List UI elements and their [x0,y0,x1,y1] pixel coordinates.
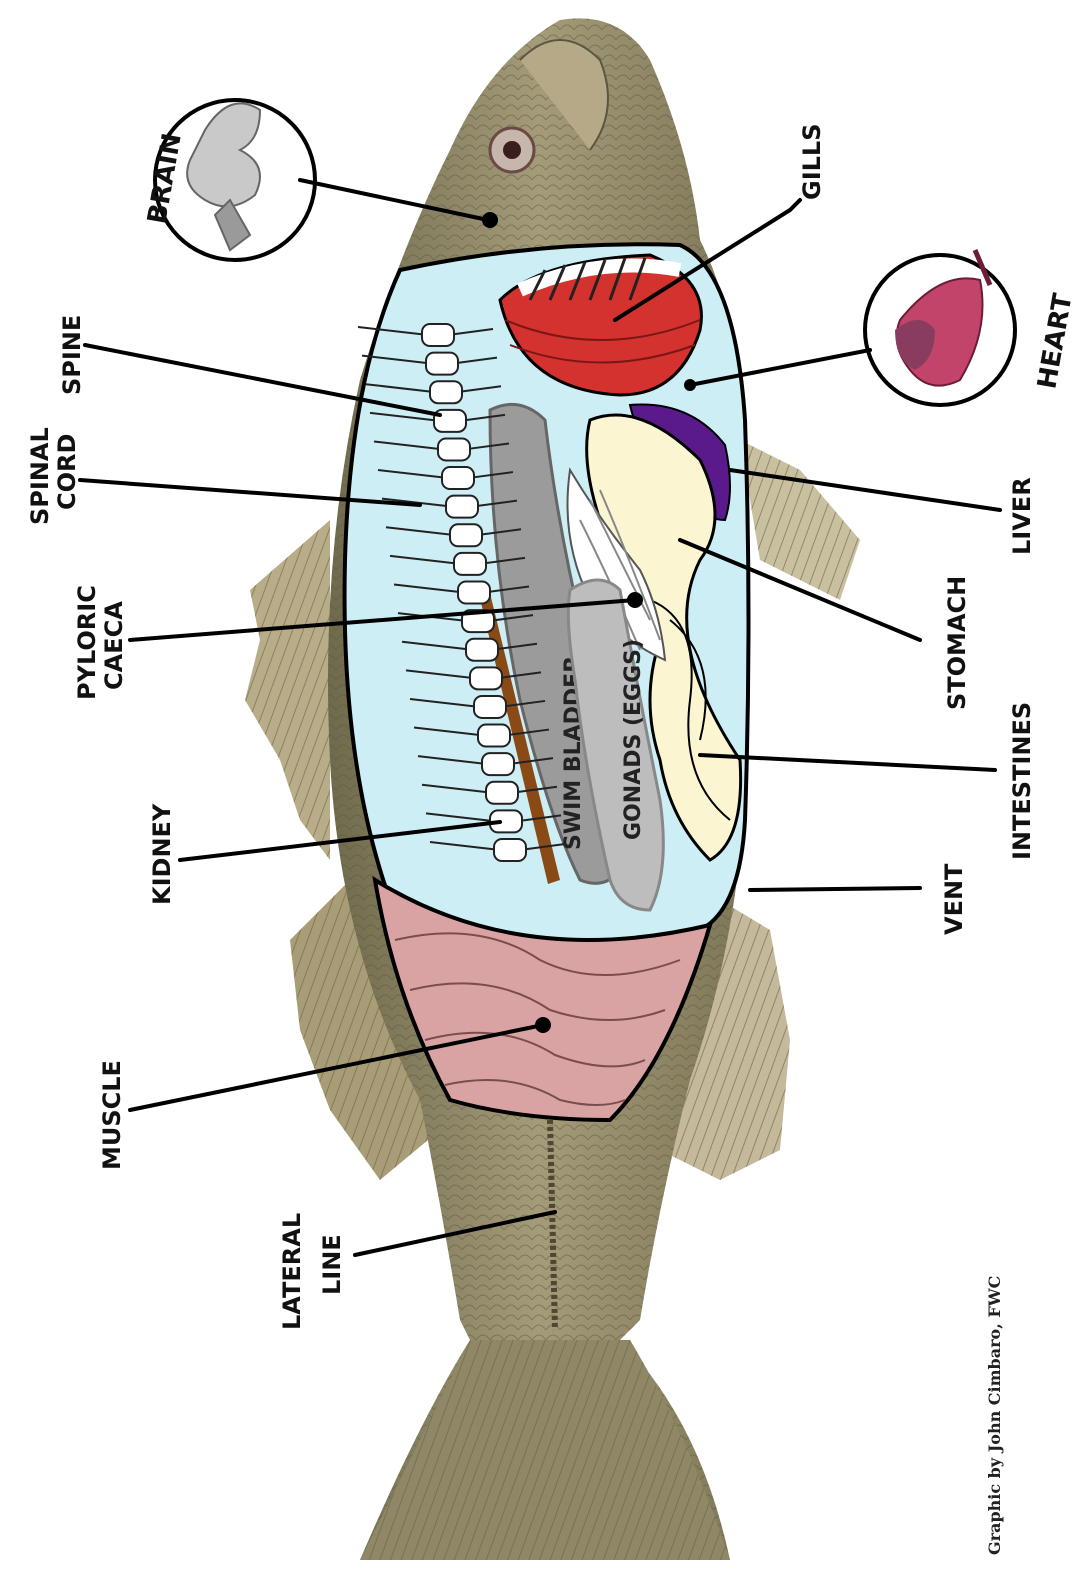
label-lateral-line-1: LATERAL [278,1213,306,1330]
label-vent: VENT [940,863,968,935]
muscle-dot [535,1017,551,1033]
vertebra [438,438,470,460]
label-pyloric-caeca-1: PYLORIC [73,585,101,700]
vertebra [470,667,502,689]
label-lateral-line-2: LINE [318,1234,346,1295]
label-muscle: MUSCLE [98,1060,126,1170]
label-intestines: INTESTINES [1008,702,1036,860]
vertebra [446,496,478,518]
label-spinal-cord-2: CORD [53,434,81,510]
gonads-text: GONADS (EGGS) [621,639,646,840]
tail-fin [360,1340,730,1560]
label-pyloric-caeca-2: CAECA [100,601,128,690]
label-liver: LIVER [1008,477,1036,555]
vertebra [454,553,486,575]
pyloric-caeca-dot [627,592,643,608]
heart-dot [684,379,696,391]
label-heart: HEART [1032,291,1078,391]
vertebra [422,324,454,346]
vertebra [426,353,458,375]
vertebra [466,639,498,661]
label-spine: SPINE [58,315,86,395]
label-stomach: STOMACH [943,576,971,710]
vertebra [474,696,506,718]
vertebra [450,524,482,546]
vertebra [494,839,526,861]
label-spinal-cord-1: SPINAL [26,427,54,525]
vertebra [458,582,490,604]
vertebra [430,381,462,403]
fish-eye [490,128,534,172]
label-kidney: KIDNEY [148,803,176,905]
credit-text: Graphic by John Cimbaro, FWC [985,1276,1004,1555]
label-gills: GILLS [798,124,826,201]
vertebra [442,467,474,489]
vent-leader [750,888,920,890]
brain-dot [482,212,498,228]
vertebra [486,782,518,804]
heart-callout [865,250,1015,405]
vertebra [478,725,510,747]
vertebra [482,753,514,775]
